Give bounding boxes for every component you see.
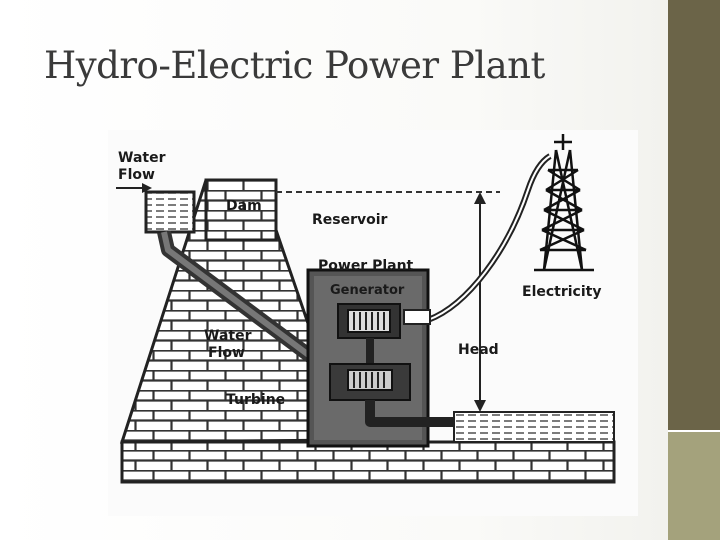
outflow-pipe [365, 400, 454, 427]
label-generator: Generator [330, 283, 405, 298]
intake-arrow-head [142, 183, 152, 193]
transmission-tower [534, 134, 594, 272]
decorative-side-bar-dark [668, 0, 720, 432]
foundation-bricks [120, 440, 616, 484]
tailwater [453, 411, 615, 443]
transmission-cable-inner [427, 155, 551, 321]
slide-title: Hydro-Electric Power Plant [44, 44, 545, 87]
turbine-blades [353, 372, 385, 388]
turbine-shaft [366, 338, 374, 366]
label-dam: Dam [226, 198, 262, 214]
label-water-flow-top-line2: Flow [118, 167, 155, 183]
label-water-flow-top-line1: Water [118, 150, 166, 166]
cable-connector [403, 309, 431, 325]
decorative-side-bar-divider [668, 430, 720, 433]
generator-coils [353, 312, 385, 330]
label-turbine: Turbine [226, 392, 285, 408]
label-power-plant: Power Plant [318, 258, 414, 274]
label-water-flow-mid-line2: Flow [208, 345, 245, 361]
hydro-plant-diagram: Water Flow Dam Reservoir Power Plant Gen… [108, 130, 638, 516]
label-water-flow-mid-line1: Water [204, 328, 252, 344]
label-electricity: Electricity [522, 284, 601, 300]
water-intake-box [144, 190, 196, 234]
label-head: Head [458, 342, 499, 358]
diagram-canvas: Water Flow Dam Reservoir Power Plant Gen… [116, 134, 616, 484]
label-reservoir: Reservoir [312, 212, 388, 228]
dam-top [204, 178, 278, 242]
decorative-side-bar-light [668, 432, 720, 540]
generator-core [347, 309, 391, 333]
